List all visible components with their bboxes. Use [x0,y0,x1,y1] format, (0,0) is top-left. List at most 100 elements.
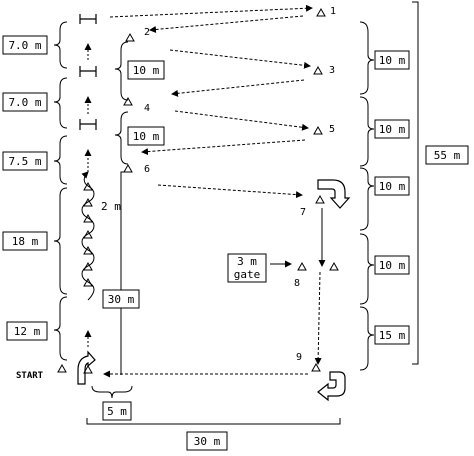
hurdles [79,14,97,130]
run-arrow-2-to-3 [169,49,311,69]
cone-number-8: 8 [294,278,300,289]
inner-brace-2 [114,111,129,165]
cone-number-1: 1 [330,6,336,17]
cone-number-7: 7 [300,207,306,218]
right-label-1: 10 m [379,54,406,67]
course-width-box [186,431,228,451]
cone-number-6: 6 [144,164,150,175]
start-width-box [102,401,132,421]
inner-brace-1 [114,41,129,101]
run-arrow-to-1 [109,4,313,18]
triangle-cone-icon [83,213,93,223]
start-brace [91,385,133,399]
right-segment-labels: 10 m 10 m 10 m 10 m 15 m 55 m [374,50,469,345]
triangle-cone-icon [313,65,323,75]
left-brace-5 [53,296,68,361]
course-width-bracket [86,418,341,425]
return-bracket [120,171,130,375]
inner-label-1: 10 m [133,64,160,77]
right-label-box-4 [374,255,410,275]
u-turn-arrow-icon [317,179,351,209]
right-label-5: 15 m [379,329,406,342]
gate-label-line-1: 3 m [237,255,257,268]
left-label-3: 7.5 m [8,155,41,168]
triangle-cone-icon [83,229,93,239]
triangle-cone-icon [123,163,133,173]
triangle-cone-icon [313,125,323,135]
right-label-box-3 [374,176,410,196]
return-label-box [102,289,140,309]
run-arrow-5-to-6 [141,139,306,156]
triangle-cone-icon [311,362,321,372]
right-brace-1 [359,21,375,95]
cone-number-9: 9 [296,352,302,363]
inner-label-2: 10 m [133,130,160,143]
triangle-cone-icon [329,261,339,271]
right-label-3: 10 m [379,180,406,193]
left-brace-2 [53,77,68,129]
gate-label-line-2: gate [234,268,261,281]
right-brace-4 [359,233,375,305]
hurdle-icon [79,66,97,77]
slalom-path [81,171,95,301]
triangle-cone-icon [83,245,93,255]
run-arrow-1-to-2 [149,15,304,33]
total-label: 55 m [434,149,461,162]
run-arrow-8-to-9 [314,271,322,365]
run-arrows [103,4,322,378]
u-turn-arrow-icon [77,350,96,385]
inner-label-box-2 [127,126,165,146]
total-label-box [425,145,469,165]
return-label: 30 m [108,293,135,306]
right-label-box-1 [374,50,410,70]
left-label-2: 7.0 m [8,96,41,109]
left-label-box-3 [2,151,48,171]
left-label-5: 12 m [14,325,41,338]
run-arrow-3-to-4 [171,79,305,97]
right-brace-2 [359,96,375,167]
right-label-2: 10 m [379,123,406,136]
triangle-cone-icon [83,277,93,287]
right-distance-braces [359,1,419,371]
left-segment-labels: 7.0 m 7.0 m 7.5 m 18 m 12 m [2,35,48,341]
triangle-cone-icon [83,364,93,374]
left-brace-3 [53,135,68,185]
course-width-label: 30 m [194,435,221,448]
hurdle-icon [79,119,97,130]
slalom-wave [81,171,95,301]
start-width-label: 5 m [107,405,127,418]
left-label-box-2 [2,92,48,112]
solid-arrows [270,208,326,268]
left-label-box-5 [6,321,48,341]
triangle-cone-icon [57,363,67,373]
triangle-cone-icon [125,32,135,42]
triangle-cone-icon [83,181,93,191]
cones [57,7,339,374]
cone-number-2: 2 [144,27,150,38]
cone-numbers: 1 2 3 4 5 6 7 8 9 [144,6,336,363]
triangle-cone-icon [297,261,307,271]
run-arrow-6-to-7 [157,184,303,199]
inner-braces [86,41,341,425]
right-brace-3 [359,167,375,231]
right-label-box-5 [374,325,410,345]
inner-labels: 10 m 10 m 30 m 5 m 30 m 2 m START 3 m ga… [16,60,267,451]
cone-number-4: 4 [144,103,150,114]
left-label-4: 18 m [12,235,39,248]
right-label-4: 10 m [379,259,406,272]
inner-label-box-1 [127,60,165,80]
u-turn-arrows [77,179,351,402]
triangle-cone-icon [123,96,133,106]
right-brace-5 [359,306,375,371]
run-arrow-4-to-5 [174,110,309,131]
triangle-cone-icon [83,197,93,207]
total-bracket [412,1,419,365]
triangle-cone-icon [315,194,325,204]
u-turn-arrow-icon [317,371,346,402]
triangle-cone-icon [83,261,93,271]
cone-number-5: 5 [329,124,335,135]
right-label-box-2 [374,119,410,139]
slalom-spacing-label: 2 m [101,200,121,213]
